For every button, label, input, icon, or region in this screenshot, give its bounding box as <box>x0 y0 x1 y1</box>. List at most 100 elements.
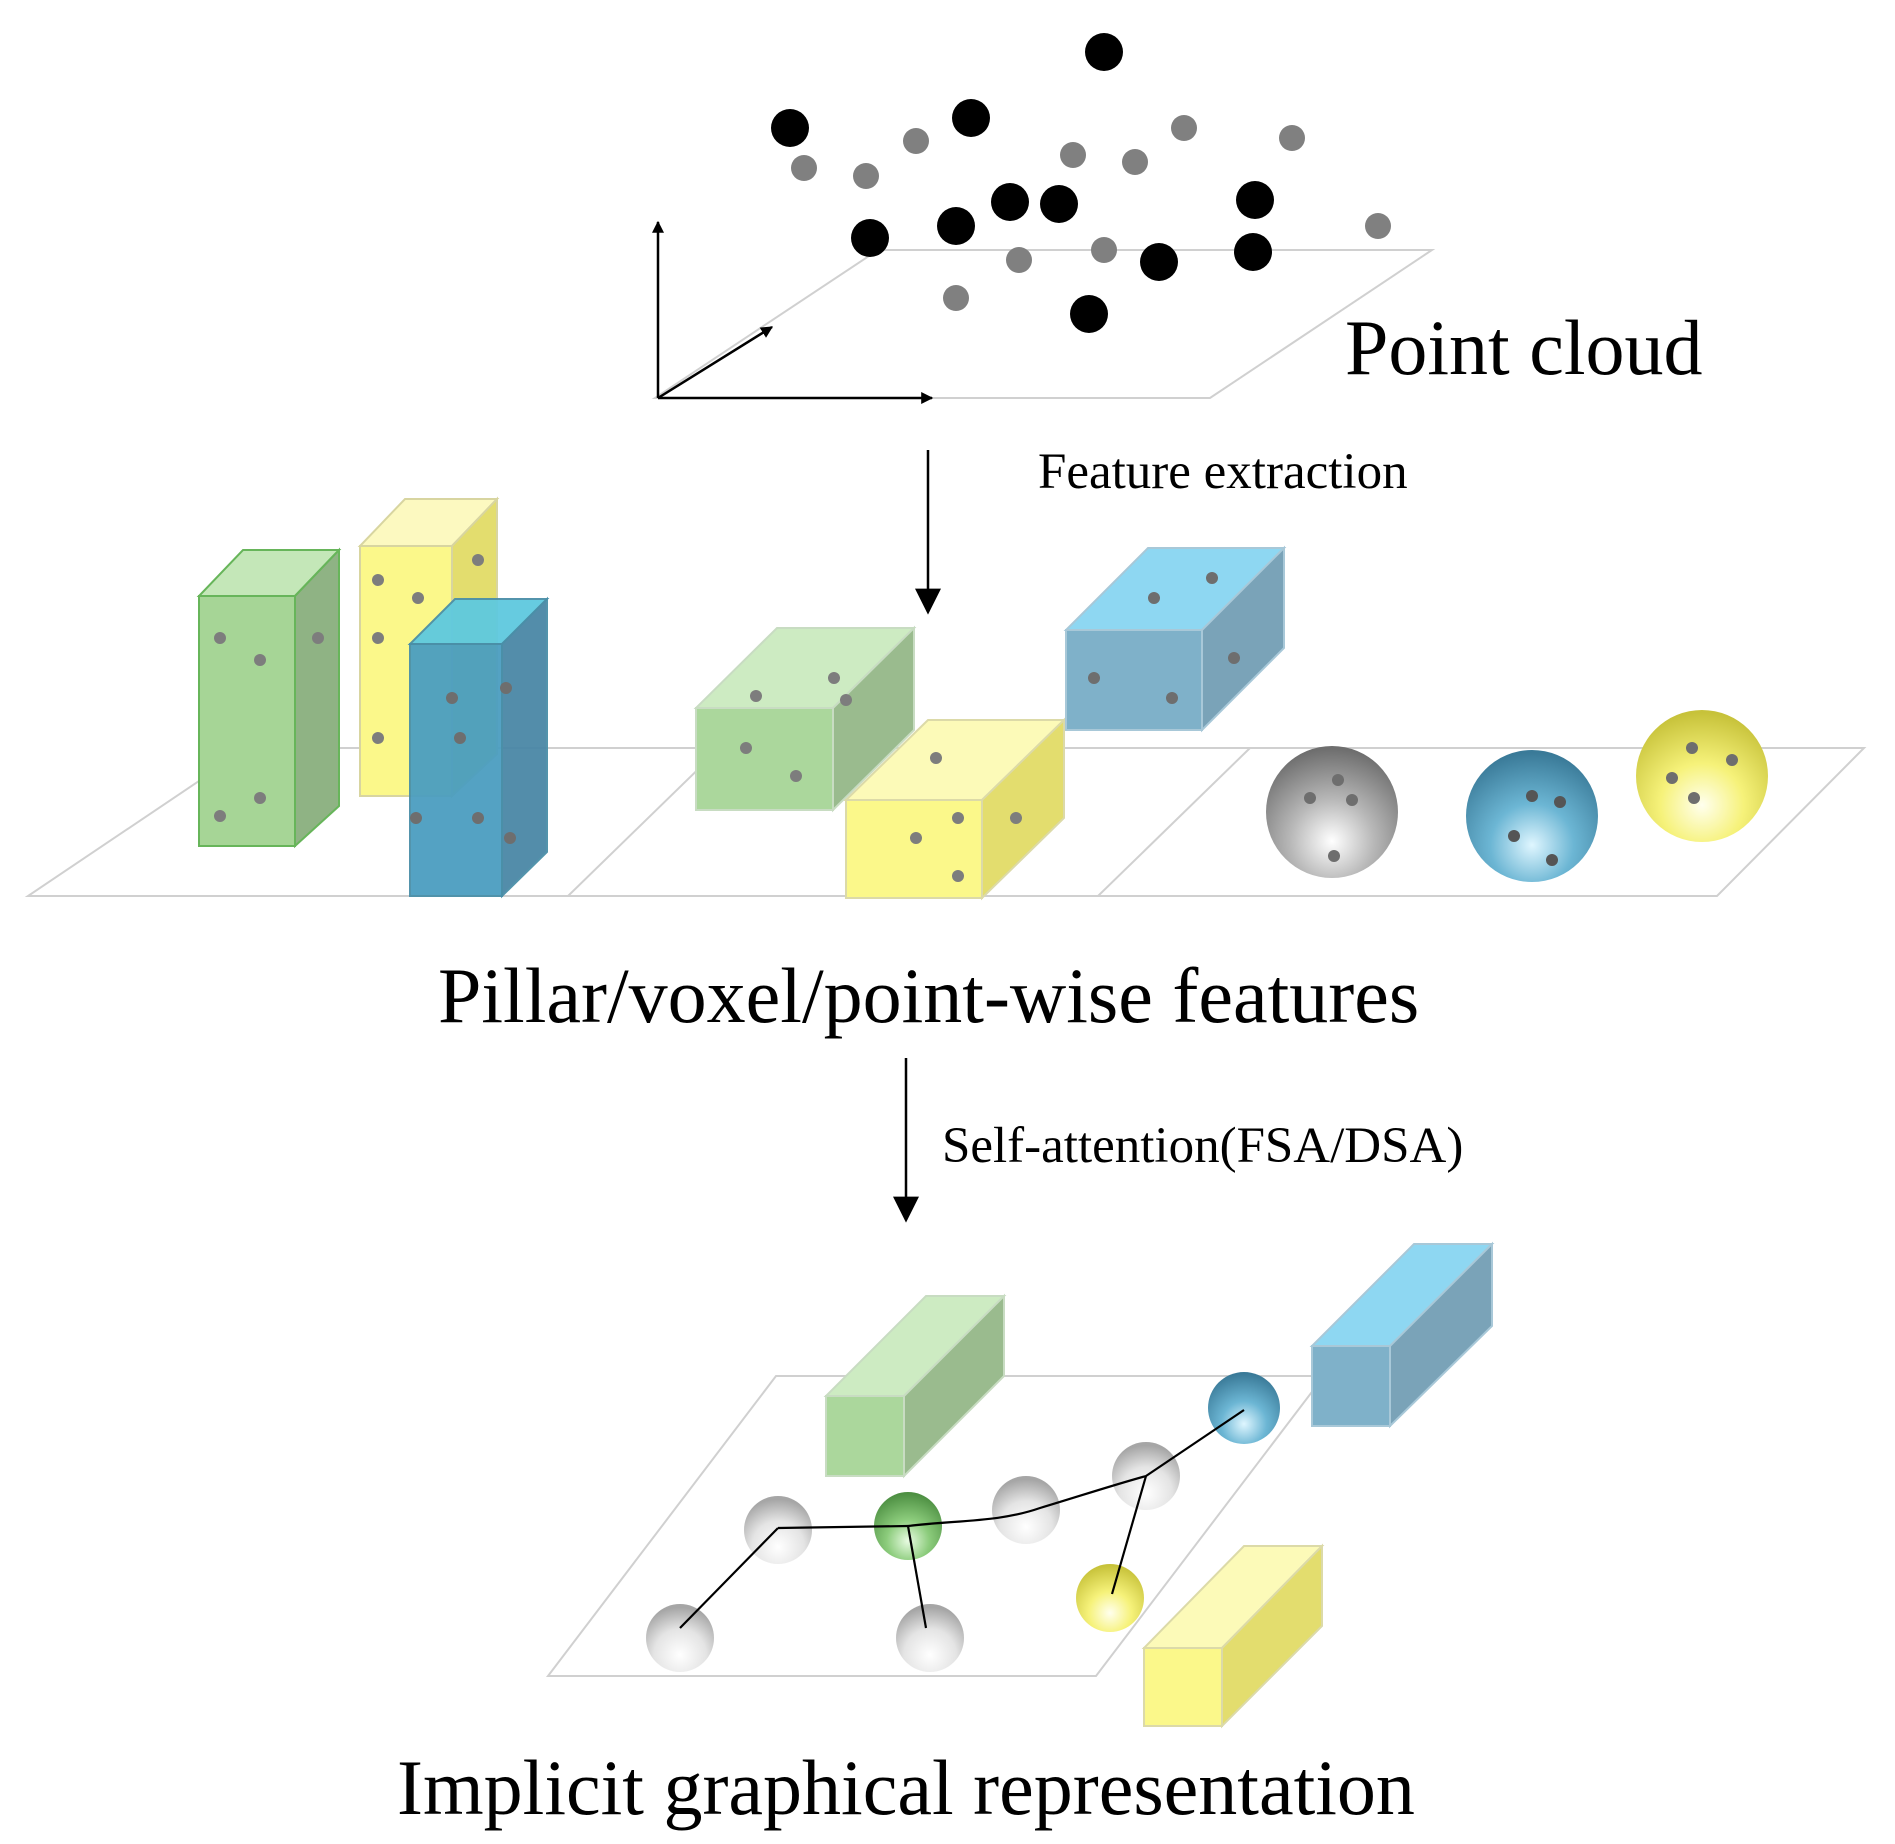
cloud-point-gray <box>1279 125 1305 151</box>
cloud-point-gray <box>1091 237 1117 263</box>
graph-edges <box>679 1409 1245 1629</box>
cloud-point-black <box>1234 233 1272 271</box>
cloud-point-black <box>1236 181 1274 219</box>
features-section: Pillar/voxel/point-wise features <box>24 496 1867 1039</box>
cloud-point-gray <box>903 128 929 154</box>
feature-point <box>454 732 466 744</box>
feature-point <box>312 632 324 644</box>
sphere-blue <box>1466 750 1598 882</box>
pillar-side <box>294 547 340 849</box>
sphere-yellow <box>1636 710 1768 842</box>
plane-divider <box>1097 747 1251 897</box>
point-feature-sphere <box>1266 746 1398 878</box>
graph-node-gray <box>992 1476 1060 1544</box>
cloud-point-black <box>1040 185 1078 223</box>
graph-edge <box>1110 1475 1148 1595</box>
cloud-point-gray <box>1060 142 1086 168</box>
feature-point <box>952 812 964 824</box>
feature-point <box>1304 792 1316 804</box>
feature-point <box>1228 652 1240 664</box>
coordinate-axes <box>652 220 934 404</box>
cloud-point-black <box>952 99 990 137</box>
point-cloud-points <box>771 33 1391 333</box>
feature-point <box>840 694 852 706</box>
voxel-blue <box>1063 545 1287 733</box>
cuboid-yellow <box>1141 1543 1325 1729</box>
cloud-point-black <box>1070 295 1108 333</box>
feature-point <box>790 770 802 782</box>
cloud-point-gray <box>1365 213 1391 239</box>
cloud-point-black <box>991 183 1029 221</box>
feature-point <box>254 792 266 804</box>
feature-point <box>372 574 384 586</box>
graph-section: Implicit graphical representation <box>397 1241 1495 1831</box>
feature-point <box>446 692 458 704</box>
feature-point <box>740 742 752 754</box>
pillar-side <box>501 596 548 899</box>
feature-point <box>1332 774 1344 786</box>
y-axis-arrow <box>657 325 774 400</box>
feature-point <box>1666 772 1678 784</box>
feature-point <box>254 654 266 666</box>
point-cloud-plane <box>651 249 1436 399</box>
pillar-front <box>409 643 503 897</box>
feature-point <box>930 752 942 764</box>
feature-point <box>1206 572 1218 584</box>
pillar-blue <box>407 596 550 899</box>
voxel-front <box>695 707 834 811</box>
feature-point <box>472 812 484 824</box>
cloud-point-black <box>1085 33 1123 71</box>
sphere-gray <box>1266 746 1398 878</box>
cloud-point-black <box>771 109 809 147</box>
graph-node-gray <box>896 1604 964 1672</box>
feature-point <box>1328 850 1340 862</box>
feature-point <box>1088 672 1100 684</box>
voxel-front <box>1065 629 1203 731</box>
graph-edge <box>907 1474 1147 1528</box>
feature-point <box>214 810 226 822</box>
feature-point <box>1148 592 1160 604</box>
feature-point <box>1554 796 1566 808</box>
graph-edge <box>1145 1409 1245 1477</box>
cloud-point-gray <box>791 155 817 181</box>
graph-edge <box>906 1525 928 1629</box>
pillar-front <box>198 595 296 847</box>
feature-point <box>372 732 384 744</box>
feature-point <box>1010 812 1022 824</box>
features-label: Pillar/voxel/point-wise features <box>438 952 1419 1039</box>
feature-point <box>472 554 484 566</box>
cloud-point-gray <box>943 285 969 311</box>
graph-node-gray <box>744 1496 812 1564</box>
feature-point <box>1686 742 1698 754</box>
feature-point <box>952 870 964 882</box>
cloud-point-gray <box>1122 149 1148 175</box>
feature-extraction-label: Feature extraction <box>1038 444 1408 500</box>
cuboid-blue <box>1309 1241 1495 1429</box>
cloud-point-gray <box>1171 115 1197 141</box>
cloud-point-black <box>851 219 889 257</box>
feature-point <box>910 832 922 844</box>
point-cloud-section: Point cloud <box>651 33 1703 404</box>
feature-point <box>410 812 422 824</box>
feature-point <box>1526 790 1538 802</box>
feature-point <box>500 682 512 694</box>
point-cloud-label: Point cloud <box>1345 304 1703 391</box>
feature-point <box>1508 830 1520 842</box>
cloud-point-gray <box>1006 247 1032 273</box>
cuboid-green <box>823 1293 1007 1479</box>
graph-edge <box>679 1527 779 1629</box>
feature-point <box>1726 754 1738 766</box>
graph-node-gray <box>646 1604 714 1672</box>
feature-point <box>214 632 226 644</box>
feature-point <box>750 690 762 702</box>
voxel-yellow <box>843 717 1067 901</box>
feature-point <box>1688 792 1700 804</box>
graph-node-blue <box>1208 1372 1280 1444</box>
feature-point <box>1546 854 1558 866</box>
feature-point <box>828 672 840 684</box>
feature-point <box>504 832 516 844</box>
voxel-green <box>693 625 917 813</box>
graph-node-yellow <box>1076 1564 1144 1632</box>
cloud-point-black <box>1140 243 1178 281</box>
